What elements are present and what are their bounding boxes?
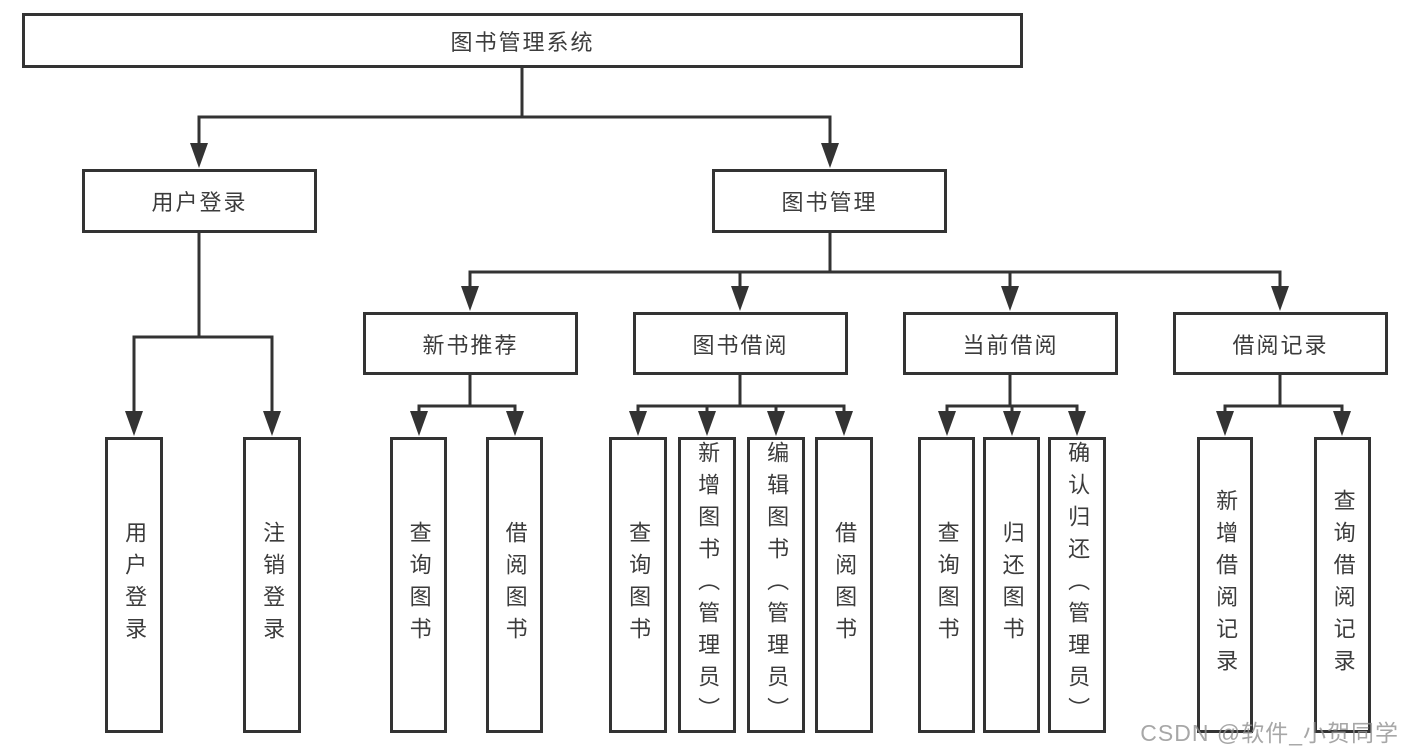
leaf-query-books-borrow: 查询图书: [609, 437, 667, 733]
leaf-confirm-return-admin-label: 确认归还（管理员）: [1065, 441, 1091, 729]
leaf-edit-book-admin-label: 编辑图书（管理员）: [764, 441, 790, 729]
node-library-system: 图书管理系统: [22, 13, 1023, 68]
leaf-query-books-recommend: 查询图书: [390, 437, 447, 733]
edge-current-borrow-branch: [938, 375, 1086, 436]
node-new-book-recommend-label: 新书推荐: [422, 332, 519, 358]
edge-book-management-branch: [461, 233, 1289, 311]
node-borrow-records-label: 借阅记录: [1232, 332, 1329, 358]
node-user-login-label: 用户登录: [151, 190, 248, 215]
edge-new-book-recommend-branch: [410, 375, 524, 436]
leaf-edit-book-admin: 编辑图书（管理员）: [747, 437, 805, 733]
leaf-query-borrow-record: 查询借阅记录: [1314, 437, 1371, 733]
leaf-query-books-borrow-label: 查询图书: [626, 521, 652, 649]
leaf-add-borrow-record-label: 新增借阅记录: [1213, 489, 1239, 681]
leaf-logout-label: 注销登录: [260, 521, 286, 649]
edge-borrow-record-branch: [1216, 375, 1351, 436]
leaf-add-borrow-record: 新增借阅记录: [1197, 437, 1253, 733]
leaf-borrow-books-recommend: 借阅图书: [486, 437, 543, 733]
node-user-login: 用户登录: [82, 169, 317, 233]
leaf-query-books-recommend-label: 查询图书: [406, 521, 432, 649]
node-new-book-recommend: 新书推荐: [363, 312, 578, 375]
leaf-user-login: 用户登录: [105, 437, 163, 733]
leaf-query-books-current-label: 查询图书: [934, 521, 960, 649]
node-book-borrow-label: 图书借阅: [692, 332, 789, 358]
edge-user-login-branch: [125, 233, 281, 436]
leaf-add-book-admin: 新增图书（管理员）: [678, 437, 736, 733]
leaf-borrow-books-label: 借阅图书: [832, 521, 858, 649]
edge-book-borrow-branch: [629, 375, 853, 436]
edge-root-branch: [190, 68, 839, 168]
leaf-query-books-current: 查询图书: [918, 437, 975, 733]
leaf-add-book-admin-label: 新增图书（管理员）: [695, 441, 721, 729]
leaf-logout: 注销登录: [243, 437, 301, 733]
node-book-management: 图书管理: [712, 169, 947, 233]
leaf-return-books-label: 归还图书: [999, 521, 1025, 649]
leaf-borrow-books-recommend-label: 借阅图书: [502, 521, 528, 649]
node-library-system-label: 图书管理系统: [450, 29, 595, 55]
leaf-query-borrow-record-label: 查询借阅记录: [1330, 489, 1356, 681]
node-book-management-label: 图书管理: [781, 190, 878, 215]
leaf-user-login-label: 用户登录: [122, 521, 148, 649]
node-borrow-records: 借阅记录: [1173, 312, 1388, 375]
node-book-borrow: 图书借阅: [633, 312, 848, 375]
leaf-confirm-return-admin: 确认归还（管理员）: [1048, 437, 1106, 733]
csdn-watermark: CSDN @软件_小贺同学: [1140, 720, 1399, 746]
node-current-borrow-label: 当前借阅: [962, 332, 1059, 358]
leaf-borrow-books: 借阅图书: [815, 437, 873, 733]
node-current-borrow: 当前借阅: [903, 312, 1118, 375]
leaf-return-books: 归还图书: [983, 437, 1040, 733]
